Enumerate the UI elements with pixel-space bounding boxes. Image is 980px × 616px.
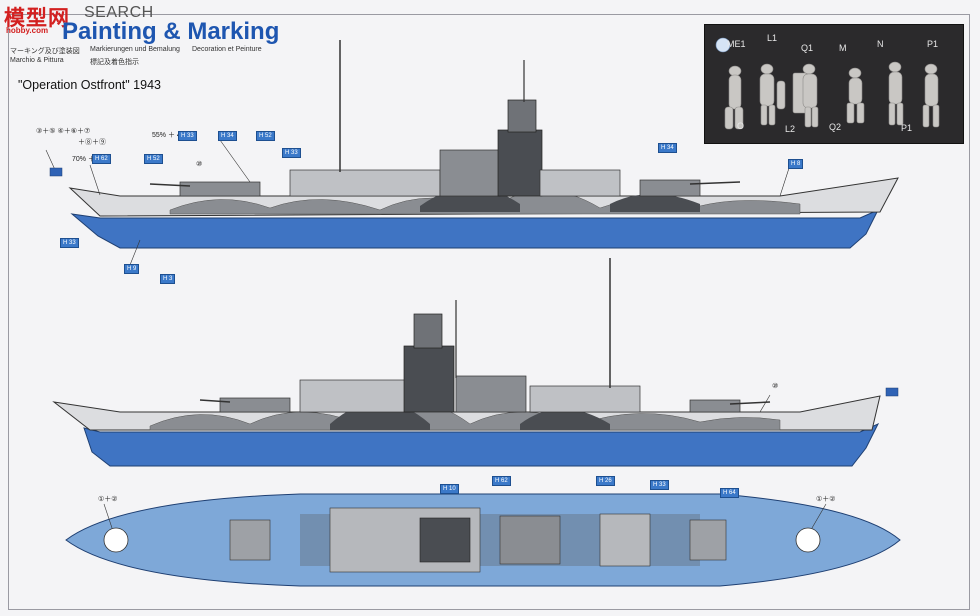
watermark-logo: 模型网 — [4, 7, 70, 30]
operation-caption: "Operation Ostfront" 1943 — [18, 78, 161, 92]
figure-label-q2: Q2 — [829, 122, 842, 132]
figure-label-l1: L1 — [767, 33, 778, 43]
subtitle-jp: マーキング及び塗装図 — [10, 48, 80, 55]
decal-ref: H 10 — [440, 484, 459, 494]
deck-callout-left: ①＋② — [98, 496, 118, 503]
flag-assembly-note: ③＋⑤ ④＋⑥＋⑦ — [36, 128, 91, 135]
decal-ref: H 3 — [160, 274, 176, 284]
figure-label-m: M — [839, 43, 847, 53]
decal-ref: H 64 — [720, 488, 739, 498]
crew-figures-drawing — [715, 37, 940, 130]
figure-label-p1: P1 — [927, 39, 939, 49]
decal-callout-10b: ⑩ — [772, 383, 779, 390]
figure-label-p1b: P1 — [901, 123, 913, 133]
ship-top-view — [65, 493, 901, 587]
figure-label-me1: ME1 — [727, 39, 746, 49]
decal-ref: H 9 — [124, 264, 140, 274]
ship-profile-port — [52, 258, 899, 467]
decal-ref: H 62 — [92, 154, 111, 164]
page-frame — [8, 14, 970, 610]
decal-ref: H 33 — [178, 131, 197, 141]
decal-ref: H 33 — [650, 480, 669, 490]
paint-mix-note-2: 70% ＋ 30% — [72, 156, 111, 163]
subtitle-fr: Decoration et Peinture — [192, 46, 262, 53]
decal-ref: H 33 — [60, 238, 79, 248]
crew-figures-panel: ME1 L1 Q1 M N P1 O L2 Q2 P1 — [704, 24, 964, 144]
subtitle-cn: 標記及着色指示 — [90, 59, 139, 66]
figure-label-n: N — [877, 39, 884, 49]
page-title: Painting & Marking — [62, 18, 280, 45]
decal-ref: H 52 — [144, 154, 163, 164]
decal-ref: H 33 — [282, 148, 301, 158]
figure-label-l2: L2 — [785, 124, 796, 134]
subtitle-it: Marchio & Pittura — [10, 57, 64, 64]
flag-assembly-note-2: ＋⑧＋⑨ — [78, 139, 106, 146]
paint-mix-note-1: 55% ＋ 45% — [152, 132, 191, 139]
decal-ref: H 62 — [492, 476, 511, 486]
search-label: SEARCH — [84, 4, 154, 21]
decal-ref: H 26 — [596, 476, 615, 486]
subtitle-de: Markierungen und Bemalung — [90, 46, 180, 53]
ship-profile-starboard — [45, 40, 899, 266]
decal-ref: H 34 — [218, 131, 237, 141]
decal-ref: H 8 — [788, 159, 804, 169]
figure-label-o: O — [737, 121, 745, 131]
decal-callout-10: ⑩ — [196, 161, 203, 168]
deck-callout-right: ①＋② — [816, 496, 836, 503]
figure-label-q1: Q1 — [801, 43, 814, 53]
decal-ref: H 34 — [658, 143, 677, 153]
watermark-url: hobby.com — [6, 26, 49, 35]
decal-ref: H 52 — [256, 131, 275, 141]
